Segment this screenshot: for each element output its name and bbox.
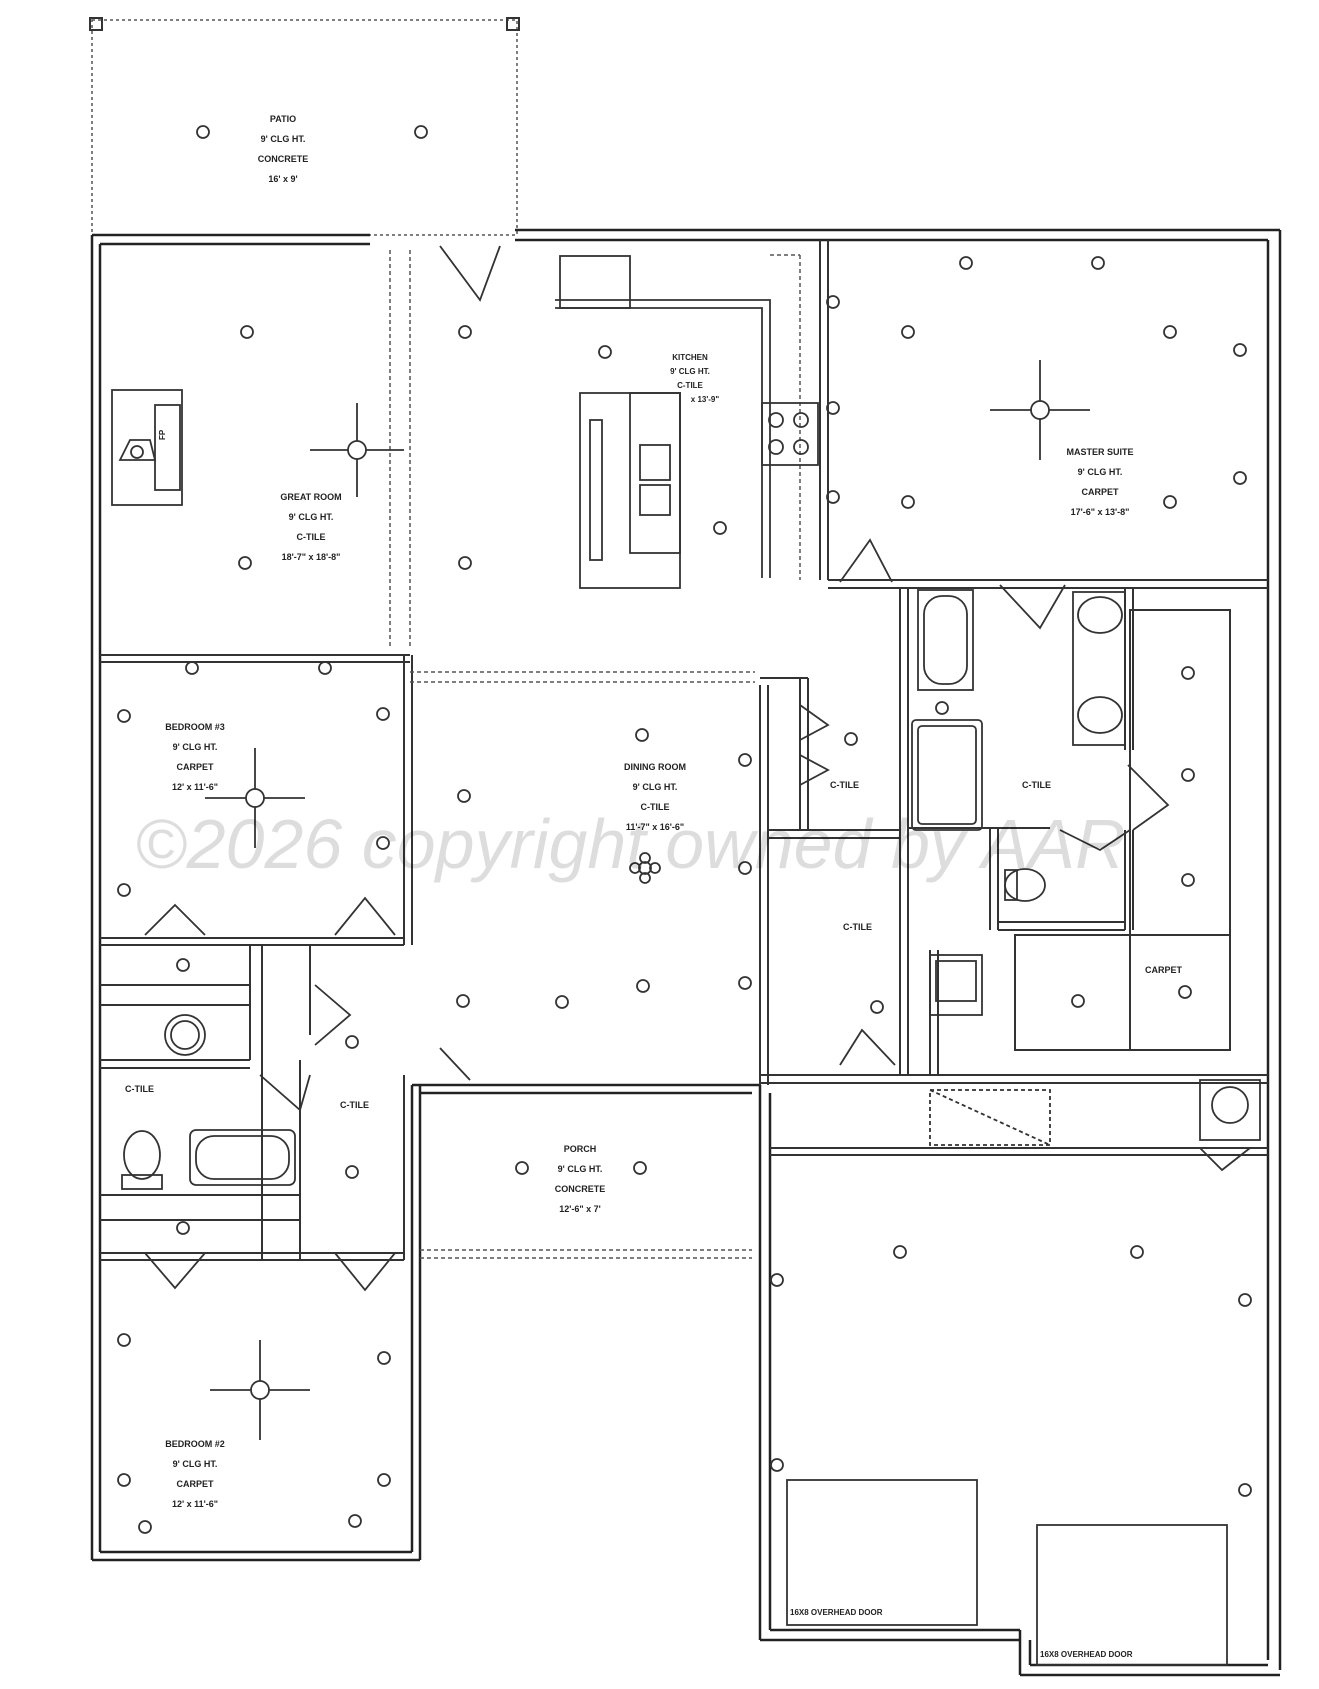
svg-text:9' CLG HT.: 9' CLG HT. [670, 367, 710, 376]
exterior-walls [90, 228, 1282, 1677]
ceiling-lines [389, 250, 801, 1259]
svg-text:DINING ROOM: DINING ROOM [624, 762, 686, 772]
garage-door-1-label: 16X8 OVERHEAD DOOR [790, 1608, 883, 1617]
svg-text:KITCHEN: KITCHEN [672, 353, 708, 362]
fireplace-icon [111, 389, 183, 506]
svg-text:12' x 11'-6": 12' x 11'-6" [172, 782, 218, 792]
floor-label-pantry-hall: C-TILE [830, 780, 859, 790]
fireplace-label: FP [158, 429, 167, 440]
svg-text:CONCRETE: CONCRETE [555, 1184, 606, 1194]
svg-text:9' CLG HT.: 9' CLG HT. [1078, 467, 1123, 477]
door-swings [144, 245, 1251, 1292]
svg-text:9' CLG HT.: 9' CLG HT. [173, 742, 218, 752]
floor-label-utility: C-TILE [843, 922, 872, 932]
ceiling-fan-icon-bedroom3 [205, 748, 305, 848]
room-label-master-suite: MASTER SUITE 9' CLG HT. CARPET 17'-6" x … [1066, 447, 1133, 517]
svg-text:11'-7" x 16'-6": 11'-7" x 16'-6" [626, 822, 684, 832]
svg-text:12' x 11'-6": 12' x 11'-6" [172, 1499, 218, 1509]
svg-text:MASTER SUITE: MASTER SUITE [1066, 447, 1133, 457]
garage-doors [786, 1089, 1228, 1666]
room-label-bedroom2: BEDROOM #2 9' CLG HT. CARPET 12' x 11'-6… [165, 1439, 225, 1509]
svg-text:PORCH: PORCH [564, 1144, 597, 1154]
svg-text:9' CLG HT.: 9' CLG HT. [173, 1459, 218, 1469]
svg-text:9' CLG HT.: 9' CLG HT. [558, 1164, 603, 1174]
svg-text:17'-6" x 13'-8": 17'-6" x 13'-8" [1071, 507, 1130, 517]
bath-fixtures [121, 589, 1261, 1190]
ceiling-fan-icon-bedroom2 [210, 1340, 310, 1440]
svg-text:C-TILE: C-TILE [641, 802, 670, 812]
room-label-porch: PORCH 9' CLG HT. CONCRETE 12'-6" x 7' [555, 1144, 606, 1214]
svg-text:C-TILE: C-TILE [677, 381, 703, 390]
floor-label-master-closet: CARPET [1145, 965, 1183, 975]
svg-text:BEDROOM #2: BEDROOM #2 [165, 1439, 225, 1449]
ceiling-fan-icon-master [990, 360, 1090, 460]
room-label-bedroom3: BEDROOM #3 9' CLG HT. CARPET 12' x 11'-6… [165, 722, 225, 792]
floor-label-hall: C-TILE [340, 1100, 369, 1110]
ceiling-fan-icon-great-room [310, 403, 404, 497]
svg-text:PATIO: PATIO [270, 114, 296, 124]
svg-text:CARPET: CARPET [1081, 487, 1119, 497]
svg-text:BEDROOM #3: BEDROOM #3 [165, 722, 225, 732]
room-label-patio: PATIO 9' CLG HT. CONCRETE 16' x 9' [258, 114, 309, 184]
svg-text:C-TILE: C-TILE [297, 532, 326, 542]
chandelier-icon [629, 852, 661, 884]
svg-text:9' CLG HT.: 9' CLG HT. [261, 134, 306, 144]
svg-text:GREAT ROOM: GREAT ROOM [280, 492, 341, 502]
garage-door-2-label: 16X8 OVERHEAD DOOR [1040, 1650, 1133, 1659]
floor-label-master-bath: C-TILE [1022, 780, 1051, 790]
floor-label-bath2: C-TILE [125, 1084, 154, 1094]
svg-text:9' CLG HT.: 9' CLG HT. [289, 512, 334, 522]
svg-text:9' CLG HT.: 9' CLG HT. [633, 782, 678, 792]
room-label-dining-room: DINING ROOM 9' CLG HT. C-TILE 11'-7" x 1… [624, 762, 686, 832]
svg-text:CONCRETE: CONCRETE [258, 154, 309, 164]
light-fixtures [117, 125, 1252, 1534]
kitchen-fixtures [555, 255, 819, 589]
svg-text:x 13'-9": x 13'-9" [691, 395, 720, 404]
watermark: ©2026 copyright owned by AAR [135, 805, 1126, 883]
svg-text:12'-6" x 7': 12'-6" x 7' [559, 1204, 601, 1214]
room-label-kitchen: KITCHEN 9' CLG HT. C-TILE x 13'-9" [670, 353, 719, 404]
svg-text:16' x 9': 16' x 9' [268, 174, 297, 184]
room-label-great-room: GREAT ROOM 9' CLG HT. C-TILE 18'-7" x 18… [280, 492, 341, 562]
svg-text:18'-7" x 18'-8": 18'-7" x 18'-8" [282, 552, 341, 562]
svg-text:CARPET: CARPET [176, 762, 214, 772]
ceiling-fan-icons [205, 360, 1090, 1440]
svg-text:CARPET: CARPET [176, 1479, 214, 1489]
